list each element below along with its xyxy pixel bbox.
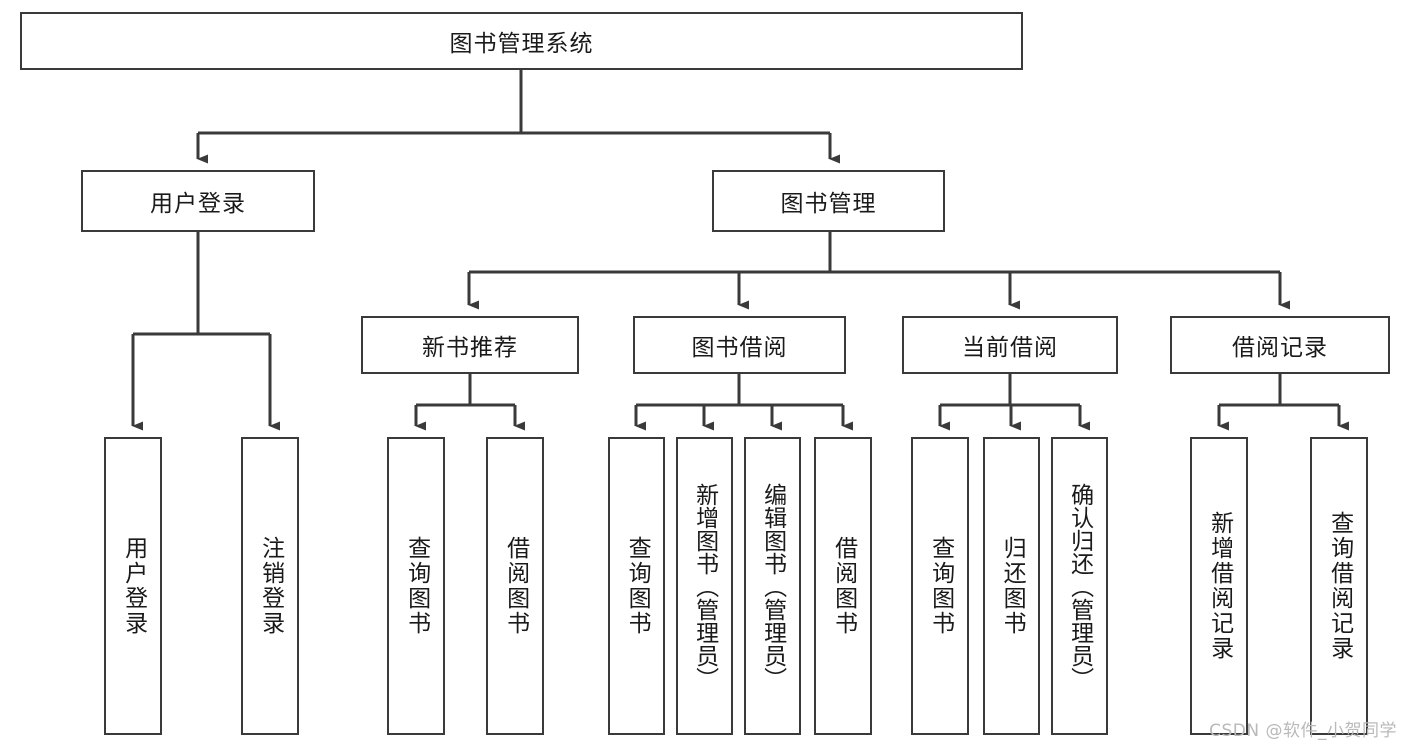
leaf-query-book-recommend[interactable]: 查询图书 bbox=[387, 437, 445, 735]
node-book-management[interactable]: 图书管理 bbox=[712, 170, 945, 232]
node-book-borrow[interactable]: 图书借阅 bbox=[633, 316, 846, 374]
leaf-add-borrow-record[interactable]: 新增借阅记录 bbox=[1190, 437, 1248, 735]
node-current-borrow[interactable]: 当前借阅 bbox=[902, 316, 1118, 374]
watermark: CSDN @软件_小贺同学 bbox=[1209, 721, 1397, 741]
leaf-borrow-book-recommend[interactable]: 借阅图书 bbox=[486, 437, 544, 735]
leaf-borrow-book[interactable]: 借阅图书 bbox=[814, 437, 872, 735]
node-borrow-record[interactable]: 借阅记录 bbox=[1170, 316, 1390, 374]
leaf-query-borrow-record[interactable]: 查询借阅记录 bbox=[1310, 437, 1368, 735]
leaf-logout[interactable]: 注销登录 bbox=[241, 437, 299, 735]
leaf-confirm-return-admin[interactable]: 确认归还（管理员） bbox=[1051, 437, 1108, 735]
leaf-edit-book-admin[interactable]: 编辑图书（管理员） bbox=[744, 437, 801, 735]
leaf-user-login[interactable]: 用户登录 bbox=[104, 437, 162, 735]
node-new-book-recommend[interactable]: 新书推荐 bbox=[361, 316, 579, 374]
node-root[interactable]: 图书管理系统 bbox=[20, 12, 1023, 70]
leaf-query-book-borrow[interactable]: 查询图书 bbox=[608, 437, 665, 735]
leaf-return-book[interactable]: 归还图书 bbox=[983, 437, 1040, 735]
leaf-query-book-current[interactable]: 查询图书 bbox=[911, 437, 969, 735]
leaf-add-book-admin[interactable]: 新增图书（管理员） bbox=[676, 437, 733, 735]
node-user-login[interactable]: 用户登录 bbox=[81, 170, 315, 232]
